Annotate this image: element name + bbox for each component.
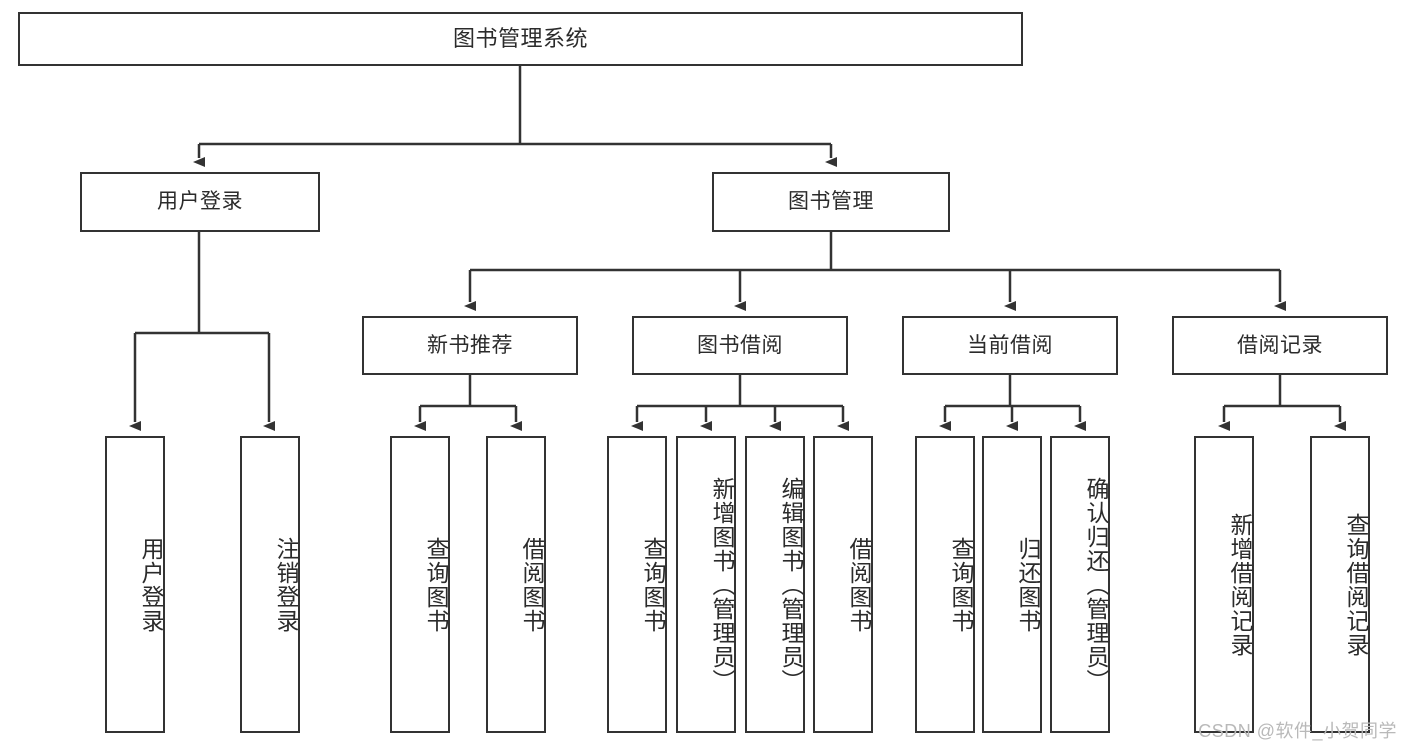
leaf-borrow-record-query[interactable]: 查询借阅记录 [1310, 436, 1370, 733]
leaf-borrow-record-add[interactable]: 新增借阅记录 [1194, 436, 1254, 733]
leaf-user-login-signout[interactable]: 注销登录 [240, 436, 300, 733]
node-label: 借阅图书 [519, 536, 545, 633]
leaf-current-borrow-confirm-return[interactable]: 确认归还（管理员） [1050, 436, 1110, 733]
node-label: 借阅图书 [846, 536, 872, 633]
node-label: 图书管理系统 [452, 25, 588, 51]
node-label: 查询图书 [948, 536, 974, 633]
leaf-current-borrow-return[interactable]: 归还图书 [982, 436, 1042, 733]
watermark: CSDN @软件_小贺同学 [1198, 721, 1397, 741]
node-user-login[interactable]: 用户登录 [80, 172, 320, 232]
leaf-current-borrow-query[interactable]: 查询图书 [915, 436, 975, 733]
node-label: 新增借阅记录 [1227, 512, 1253, 657]
node-book-borrow[interactable]: 图书借阅 [632, 316, 848, 375]
node-label: 注销登录 [273, 536, 299, 633]
leaf-book-borrow-borrow[interactable]: 借阅图书 [813, 436, 873, 733]
leaf-book-borrow-edit[interactable]: 编辑图书（管理员） [745, 436, 805, 733]
leaf-book-borrow-add[interactable]: 新增图书（管理员） [676, 436, 736, 733]
leaf-book-borrow-query[interactable]: 查询图书 [607, 436, 667, 733]
leaf-new-book-query[interactable]: 查询图书 [390, 436, 450, 733]
node-label: 用户登录 [157, 190, 243, 214]
node-current-borrow[interactable]: 当前借阅 [902, 316, 1118, 375]
node-label: 确认归还（管理员） [1083, 476, 1109, 693]
node-label: 用户登录 [138, 536, 164, 633]
node-label: 查询图书 [640, 536, 666, 633]
node-label: 图书借阅 [697, 333, 783, 357]
node-label: 新增图书（管理员） [709, 476, 735, 693]
node-book-management[interactable]: 图书管理 [712, 172, 950, 232]
node-label: 归还图书 [1015, 536, 1041, 633]
leaf-new-book-borrow[interactable]: 借阅图书 [486, 436, 546, 733]
leaf-user-login-signin[interactable]: 用户登录 [105, 436, 165, 733]
node-label: 借阅记录 [1237, 333, 1323, 357]
node-label: 查询借阅记录 [1343, 512, 1369, 657]
node-label: 图书管理 [788, 190, 874, 214]
node-new-book-recommend[interactable]: 新书推荐 [362, 316, 578, 375]
node-label: 查询图书 [423, 536, 449, 633]
node-borrow-record[interactable]: 借阅记录 [1172, 316, 1388, 375]
node-root-system[interactable]: 图书管理系统 [18, 12, 1023, 66]
node-label: 新书推荐 [427, 333, 513, 357]
node-label: 当前借阅 [967, 333, 1053, 357]
node-label: 编辑图书（管理员） [778, 476, 804, 693]
